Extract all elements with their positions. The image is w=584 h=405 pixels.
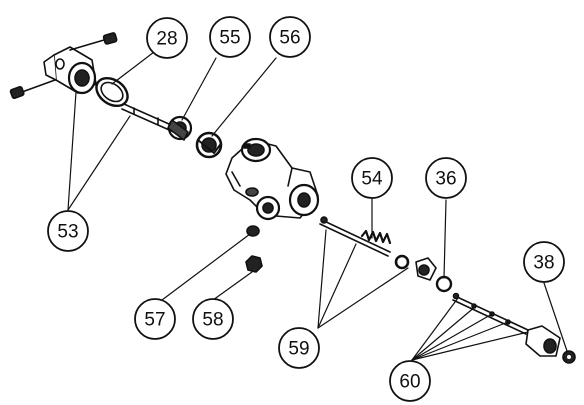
end-nut-part <box>562 350 576 364</box>
nut-part <box>245 255 263 273</box>
callout-54: 54 <box>351 157 393 199</box>
callout-59-label: 59 <box>288 339 309 360</box>
screw-bottom <box>9 79 56 99</box>
leader-lines <box>67 51 568 361</box>
callout-58-label: 58 <box>202 310 223 331</box>
spring-part <box>360 229 392 245</box>
oring-part <box>435 275 453 293</box>
stem-part <box>319 216 391 257</box>
callout-36: 36 <box>425 157 467 199</box>
callout-56: 56 <box>269 16 311 58</box>
bushing-part <box>167 115 193 141</box>
valve-body <box>225 137 320 221</box>
callout-53-label: 53 <box>57 222 78 243</box>
callout-38: 38 <box>523 241 565 283</box>
screw-top <box>69 32 118 51</box>
callout-28: 28 <box>146 17 188 59</box>
callout-38-label: 38 <box>533 253 554 274</box>
callout-36-label: 36 <box>435 169 456 190</box>
end-cap-part <box>43 46 97 95</box>
seal-part <box>195 131 223 159</box>
callout-57-label: 57 <box>144 310 165 331</box>
callout-58: 58 <box>192 298 234 340</box>
callout-55: 55 <box>209 16 251 58</box>
stem-washer-part <box>394 254 410 270</box>
callout-57: 57 <box>134 298 176 340</box>
long-pin-part <box>452 292 561 357</box>
callout-53: 53 <box>47 210 89 252</box>
callout-59: 59 <box>278 327 320 369</box>
callout-54-label: 54 <box>361 169 383 190</box>
callout-56-label: 56 <box>279 28 300 49</box>
callout-28-label: 28 <box>156 29 177 50</box>
callout-55-label: 55 <box>219 28 240 49</box>
callout-60: 60 <box>389 360 431 402</box>
callout-60-label: 60 <box>399 372 420 393</box>
oring-gasket-part <box>95 76 129 108</box>
stem-retainer-part <box>415 257 437 281</box>
